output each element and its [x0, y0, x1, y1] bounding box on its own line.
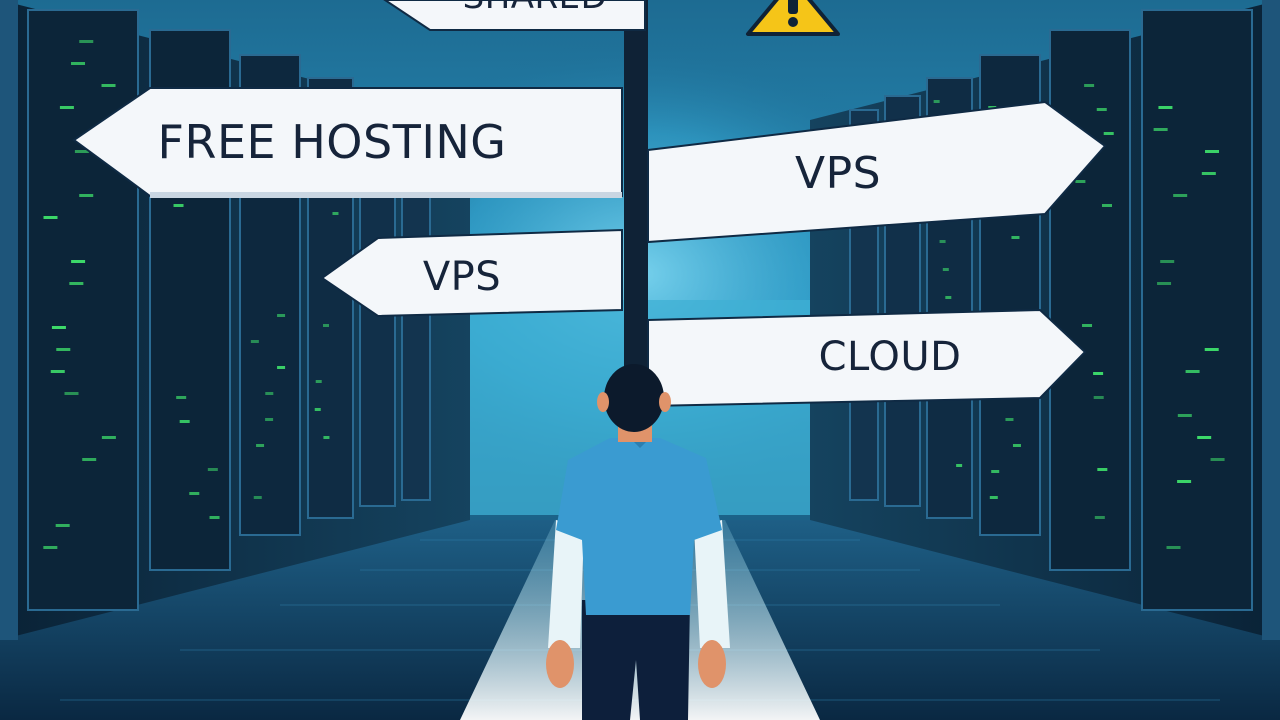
server-led [56, 348, 71, 351]
server-led [59, 106, 74, 109]
server-led [69, 282, 84, 285]
server-led [74, 150, 89, 153]
server-led [322, 324, 329, 327]
person-left-hand [546, 640, 574, 688]
server-led [315, 380, 322, 383]
server-led [314, 408, 321, 411]
server-led [1197, 436, 1212, 439]
server-led [173, 204, 184, 207]
server-led [79, 194, 94, 197]
server-led [79, 40, 94, 43]
server-led [933, 100, 940, 103]
person [546, 364, 730, 720]
sign-cloud: CLOUD [647, 308, 1087, 408]
server-led [1201, 172, 1216, 175]
server-led [1173, 194, 1188, 197]
sign-free-hosting-label: FREE HOSTING [158, 115, 507, 169]
server-led [323, 436, 330, 439]
person-right-arm [694, 520, 730, 648]
server-led [55, 524, 70, 527]
person-shirt [556, 438, 722, 615]
server-led [50, 370, 65, 373]
server-led [64, 392, 79, 395]
server-led [1204, 348, 1219, 351]
server-led [945, 296, 952, 299]
server-led [942, 268, 949, 271]
server-led [277, 314, 286, 317]
server-led [1096, 108, 1107, 111]
server-led [1166, 546, 1181, 549]
sign-vps-left: VPS [320, 228, 623, 318]
server-led [1011, 236, 1020, 239]
server-led [253, 496, 262, 499]
sign-vps-right: VPS [647, 100, 1107, 244]
server-led [1205, 150, 1220, 153]
server-led [1157, 282, 1172, 285]
server-led [277, 366, 286, 369]
server-led [101, 84, 116, 87]
server-led [1093, 372, 1104, 375]
warning-icon [746, 0, 840, 36]
server-led [1082, 324, 1093, 327]
sign-shared-label: SHARED [463, 0, 608, 17]
server-led [43, 546, 58, 549]
server-led [1103, 132, 1114, 135]
sign-shared: SHARED [383, 0, 646, 31]
server-led [179, 420, 190, 423]
sign-post [624, 0, 648, 380]
server-led [1005, 418, 1014, 421]
server-led [1012, 444, 1021, 447]
sign-vps-right-label: VPS [795, 148, 881, 199]
sign-free-hosting: FREE HOSTING [72, 87, 623, 198]
server-led [1185, 370, 1200, 373]
server-led [265, 392, 274, 395]
server-led [1084, 84, 1095, 87]
server-led [71, 62, 86, 65]
server-led [51, 326, 66, 329]
person-right-hand [698, 640, 726, 688]
server-led [1158, 106, 1173, 109]
server-led [1094, 516, 1105, 519]
server-led [1097, 468, 1108, 471]
server-led [1093, 396, 1104, 399]
person-left-arm [548, 520, 584, 648]
server-led [1177, 414, 1192, 417]
server-led [1210, 458, 1225, 461]
server-led [1153, 128, 1168, 131]
server-led [989, 496, 998, 499]
server-leds-left [43, 40, 339, 549]
server-led [265, 418, 274, 421]
person-pants [582, 600, 690, 720]
sign-vps-left-label: VPS [423, 254, 501, 300]
server-led [207, 468, 218, 471]
server-led [256, 444, 265, 447]
server-led [991, 470, 1000, 473]
server-led [82, 458, 97, 461]
server-led [71, 260, 86, 263]
server-led [1101, 204, 1112, 207]
server-led [43, 216, 58, 219]
server-led [939, 240, 946, 243]
server-led [176, 396, 187, 399]
server-led [101, 436, 116, 439]
server-led [209, 516, 220, 519]
person-head [604, 364, 664, 432]
server-led [956, 464, 963, 467]
server-led [1160, 260, 1175, 263]
server-led [332, 212, 339, 215]
server-led [1177, 480, 1192, 483]
server-led [1075, 180, 1086, 183]
server-led [189, 492, 200, 495]
sign-cloud-label: CLOUD [819, 334, 962, 380]
server-led [250, 340, 259, 343]
